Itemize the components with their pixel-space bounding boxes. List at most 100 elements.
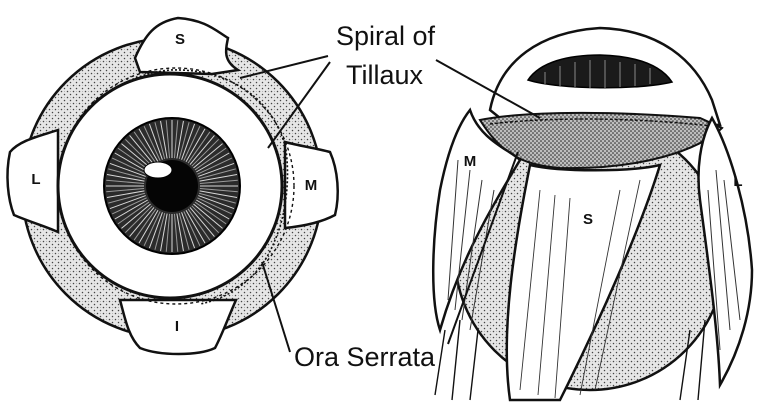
iris-fiber — [133, 208, 157, 241]
iris-fiber — [138, 209, 159, 244]
iris-fiber — [129, 207, 155, 237]
iris-fiber — [165, 120, 171, 159]
iris-fiber — [185, 209, 206, 244]
iris-fiber — [114, 199, 149, 220]
front-superior-muscle — [133, 16, 242, 76]
iris-fiber — [178, 212, 190, 250]
iris-fiber — [121, 143, 151, 169]
side-spiral-line — [489, 118, 713, 127]
iris-fiber — [199, 179, 238, 185]
iris-fiber — [114, 152, 149, 173]
front-label-lateral: L — [31, 171, 40, 188]
iris-fiber — [199, 187, 238, 193]
side-lateral-fibers — [707, 169, 741, 351]
front-inferior-muscle — [118, 298, 238, 356]
iris-fiber — [106, 179, 145, 185]
iris-fiber — [198, 195, 235, 210]
front-lateral-muscle — [6, 128, 60, 234]
iris-fiber — [187, 131, 211, 164]
iris-fiber — [143, 211, 161, 247]
iris-fiber — [181, 123, 196, 160]
iris-fiber — [194, 201, 227, 225]
side-medial-fibers — [447, 159, 495, 331]
side-label-superior: S — [583, 211, 593, 228]
iris-fiber — [106, 190, 145, 198]
spiral-of-tillaux-label-line2: Tillaux — [346, 60, 424, 90]
side-lateral-muscle — [697, 115, 754, 390]
iris-fiber — [106, 174, 145, 182]
iris-fiber — [148, 212, 163, 249]
iris-fiber — [173, 213, 179, 252]
iris-fiber — [195, 199, 230, 220]
iris-fiber — [176, 120, 184, 159]
iris-fiber — [187, 208, 211, 241]
iris-fiber — [189, 135, 215, 165]
iris-fiber — [160, 120, 168, 159]
iris-fiber — [165, 213, 171, 252]
front-iris-fibers — [106, 120, 238, 252]
iris-fiber — [138, 128, 159, 163]
front-label-inferior: I — [175, 318, 179, 335]
iris-fiber — [117, 201, 150, 225]
iris-fiber — [183, 211, 201, 247]
spiral-leader-lines — [239, 55, 541, 149]
iris-fiber — [111, 157, 147, 175]
iris-fiber — [129, 135, 155, 165]
side-view — [432, 26, 754, 402]
side-lower-fibers — [434, 319, 706, 401]
ora-serrata-label: Ora Serrata — [294, 342, 436, 372]
front-pupil-highlight — [143, 161, 173, 179]
iris-fiber — [154, 122, 166, 160]
iris-fiber — [109, 162, 146, 177]
iris-fiber — [198, 168, 236, 180]
iris-fiber — [143, 125, 161, 161]
iris-fiber — [193, 143, 223, 169]
iris-fiber — [191, 205, 220, 234]
iris-fiber — [197, 197, 233, 215]
iris-fiber — [124, 138, 153, 167]
iris-fiber — [194, 147, 227, 171]
iris-fiber — [198, 192, 236, 204]
iris-fiber — [173, 120, 179, 159]
iris-fiber — [197, 157, 233, 175]
front-ora-serrata-ring — [57, 67, 295, 305]
iris-fiber — [108, 168, 146, 180]
iris-fiber — [108, 192, 146, 204]
iris-fiber — [178, 122, 190, 160]
side-iris-fibers — [544, 60, 651, 88]
front-view — [6, 16, 339, 356]
side-superior-fibers — [519, 179, 641, 399]
ora-serrata-leader-lines — [261, 151, 519, 353]
iris-fiber — [124, 205, 153, 234]
front-label-medial: M — [305, 177, 318, 194]
labels: S I L M M L S Spiral of Tillaux Ora Serr… — [31, 21, 742, 372]
iris-fiber — [198, 162, 235, 177]
iris-fiber — [106, 187, 145, 193]
front-label-superior: S — [175, 31, 185, 48]
iris-fiber — [117, 147, 150, 171]
spiral-of-tillaux-label-line1: Spiral of — [336, 21, 436, 51]
side-iris — [526, 54, 674, 89]
iris-fiber — [199, 190, 238, 198]
front-medial-muscle — [283, 140, 339, 230]
iris-fiber — [121, 203, 151, 229]
iris-fiber — [191, 138, 220, 167]
iris-fiber — [189, 207, 215, 237]
side-label-medial: M — [464, 153, 477, 170]
iris-fiber — [176, 213, 184, 252]
iris-fiber — [148, 123, 163, 160]
iris-fiber — [185, 128, 206, 163]
iris-fiber — [181, 212, 196, 249]
side-label-lateral: L — [733, 173, 742, 190]
side-superior-muscle — [505, 163, 662, 402]
iris-fiber — [193, 203, 223, 229]
iris-fiber — [109, 195, 146, 210]
iris-fiber — [199, 174, 238, 182]
iris-fiber — [154, 212, 166, 250]
iris-fiber — [160, 213, 168, 252]
iris-fiber — [183, 125, 201, 161]
iris-fiber — [133, 131, 157, 164]
side-insertion-band — [478, 111, 724, 170]
iris-fiber — [111, 197, 147, 215]
